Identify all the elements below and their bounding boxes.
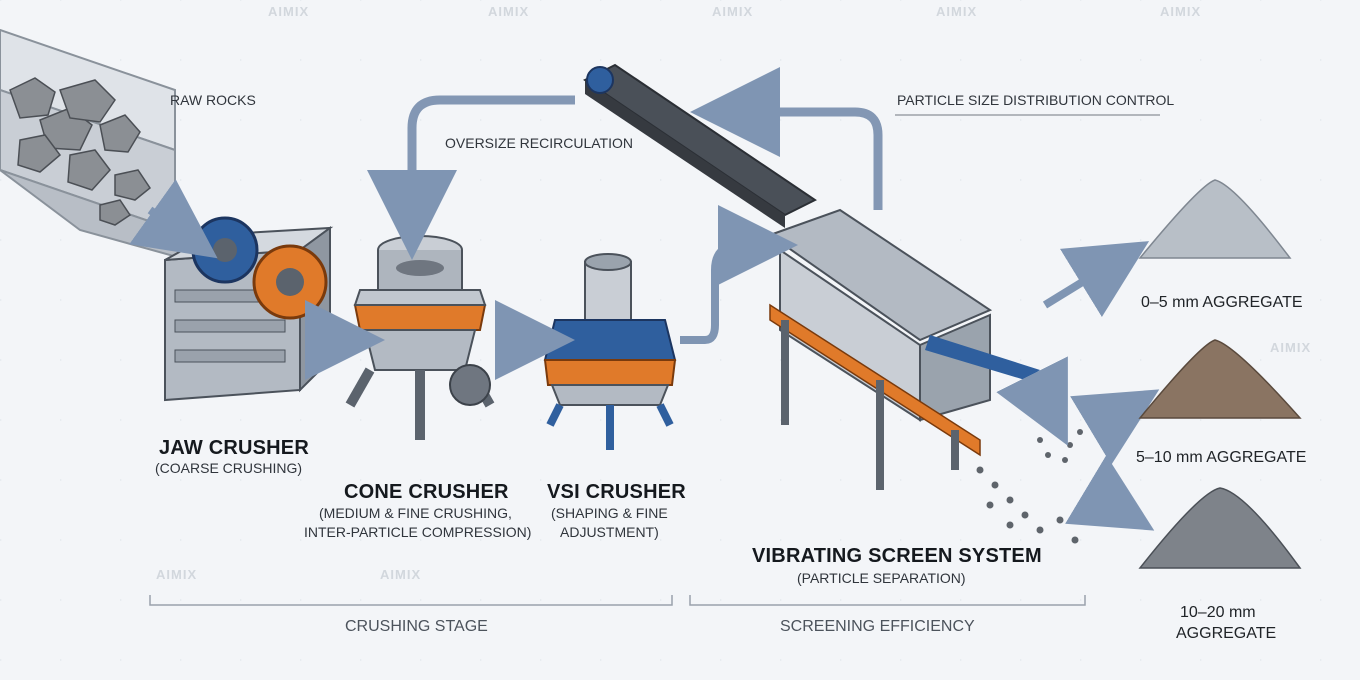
aggregate-pile-10-20mm [1138,487,1302,569]
flow-arrows [129,179,1160,531]
aggregate-0-5mm-label: 0–5 mm AGGREGATE [1141,294,1303,311]
recirculation-loop [367,67,883,260]
falling-particles [976,427,1083,544]
aggregate-pile-0-5mm [1138,179,1292,259]
watermark: AIMIX [712,4,754,19]
vibrating-screen-title: VIBRATING SCREEN SYSTEM [752,545,1042,567]
vsi-crusher-machine [543,253,677,450]
aggregate-pile-5-10mm [1138,339,1302,419]
watermark: AIMIX [488,4,530,19]
raw-rocks-label: RAW ROCKS [170,92,256,108]
watermark: AIMIX [380,567,422,582]
crushing-stage-bracket [149,595,673,606]
watermark: AIMIX [156,567,198,582]
watermark: AIMIX [936,4,978,19]
aggregate-5-10mm-label: 5–10 mm AGGREGATE [1136,449,1307,466]
cone-crusher-subtitle-line1: (MEDIUM & FINE CRUSHING, [319,505,512,521]
oversize-recirculation-label: OVERSIZE RECIRCULATION [445,135,633,151]
vsi-crusher-title: VSI CRUSHER [547,481,686,503]
vibrating-screen-subtitle: (PARTICLE SEPARATION) [797,570,966,586]
watermark: AIMIX [1160,4,1202,19]
aggregate-10-20mm-label-line2: AGGREGATE [1176,625,1277,642]
cone-crusher-subtitle-line2: INTER-PARTICLE COMPRESSION) [304,524,532,540]
vibrating-screen-machine [767,208,1040,490]
screening-efficiency-label: SCREENING EFFICIENCY [780,618,975,635]
jaw-crusher-machine [164,216,334,402]
crushing-stage-label: CRUSHING STAGE [345,618,488,635]
watermark: AIMIX [268,4,310,19]
psd-control-label: PARTICLE SIZE DISTRIBUTION CONTROL [897,92,1175,108]
watermark: AIMIX [1270,340,1312,355]
jaw-crusher-subtitle: (COARSE CRUSHING) [155,460,303,476]
cone-crusher-machine [345,235,495,440]
screening-stage-bracket [689,595,1086,606]
jaw-crusher-title: JAW CRUSHER [159,437,309,459]
vsi-crusher-subtitle-line1: (SHAPING & FINE [551,505,668,521]
aggregate-10-20mm-label-line1: 10–20 mm [1180,604,1256,621]
cone-crusher-title: CONE CRUSHER [344,481,509,503]
vsi-crusher-subtitle-line2: ADJUSTMENT) [560,524,659,540]
